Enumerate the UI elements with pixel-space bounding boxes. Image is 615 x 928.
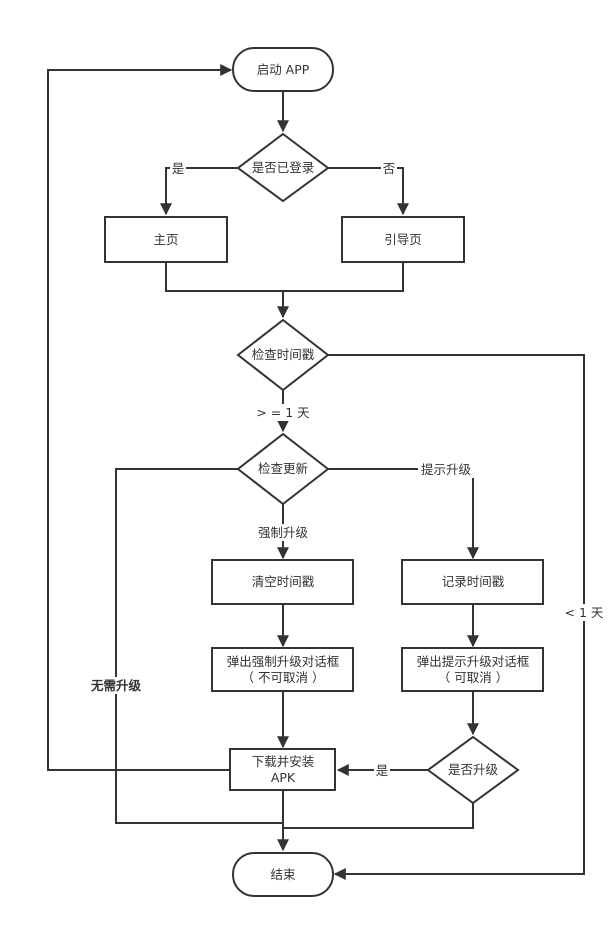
edge-download-to-start <box>47 64 233 771</box>
upgrade-question-label: 是否升级 <box>448 762 499 777</box>
record-timestamp-label: 记录时间戳 <box>442 574 505 589</box>
upgrade-question-decision <box>426 735 520 805</box>
force-dialog-label-line1: 弹出强制升级对话框 <box>227 654 340 669</box>
guide-node <box>341 216 465 263</box>
login-no-label: 否 <box>383 161 396 176</box>
record-timestamp-node <box>401 559 544 605</box>
edge-prompt-upgrade <box>328 468 479 560</box>
home-label: 主页 <box>153 232 178 247</box>
guide-label: 引导页 <box>384 232 422 247</box>
download-label-line2: APK <box>271 770 296 785</box>
download-install-node <box>229 748 336 791</box>
force-dialog-label-line2: （ 不可取消 ） <box>242 670 325 685</box>
clear-timestamp-node <box>211 559 354 605</box>
force-dialog-node <box>211 647 354 692</box>
edge-upgrade-no <box>283 803 474 829</box>
no-upgrade-label: 无需升级 <box>90 678 142 693</box>
edge-merge <box>165 262 404 292</box>
prompt-dialog-label-line1: 弹出提示升级对话框 <box>417 654 530 669</box>
login-decision-label: 是否已登录 <box>252 160 315 175</box>
edge-login-no <box>328 167 409 216</box>
force-upgrade-label: 强制升级 <box>258 525 309 540</box>
prompt-dialog-label-line2: （ 可取消 ） <box>438 670 508 685</box>
edges <box>47 64 585 880</box>
timestamp-decision <box>236 318 330 392</box>
update-check-decision <box>236 432 330 506</box>
edge-labels: 是 否 > = 1 天 < 1 天 强制升级 提示升级 无需升级 是 <box>87 160 605 778</box>
upgrade-yes-label: 是 <box>376 763 389 778</box>
prompt-upgrade-label: 提示升级 <box>421 462 472 477</box>
ts-ge-1day-label: > = 1 天 <box>256 405 310 420</box>
nodes: 启动 APP 是否已登录 主页 引导页 检查时间戳 检查更新 清空时间戳 记录时… <box>104 47 544 897</box>
login-yes-label: 是 <box>172 161 185 176</box>
home-node <box>104 216 228 263</box>
end-node <box>232 852 334 897</box>
ts-lt-1day-label: < 1 天 <box>565 605 604 620</box>
download-label-line1: 下载并安装 <box>252 754 315 769</box>
end-label: 结束 <box>270 867 296 882</box>
clear-timestamp-label: 清空时间戳 <box>252 574 315 589</box>
edge-ts-lt-1day <box>328 354 585 880</box>
edge-no-upgrade <box>115 468 283 824</box>
update-check-label: 检查更新 <box>258 461 308 476</box>
edge-login-yes <box>160 167 238 216</box>
login-decision <box>236 132 330 203</box>
timestamp-decision-label: 检查时间戳 <box>252 347 315 362</box>
start-node <box>232 47 334 92</box>
prompt-dialog-node <box>401 647 544 692</box>
start-label: 启动 APP <box>257 62 310 77</box>
